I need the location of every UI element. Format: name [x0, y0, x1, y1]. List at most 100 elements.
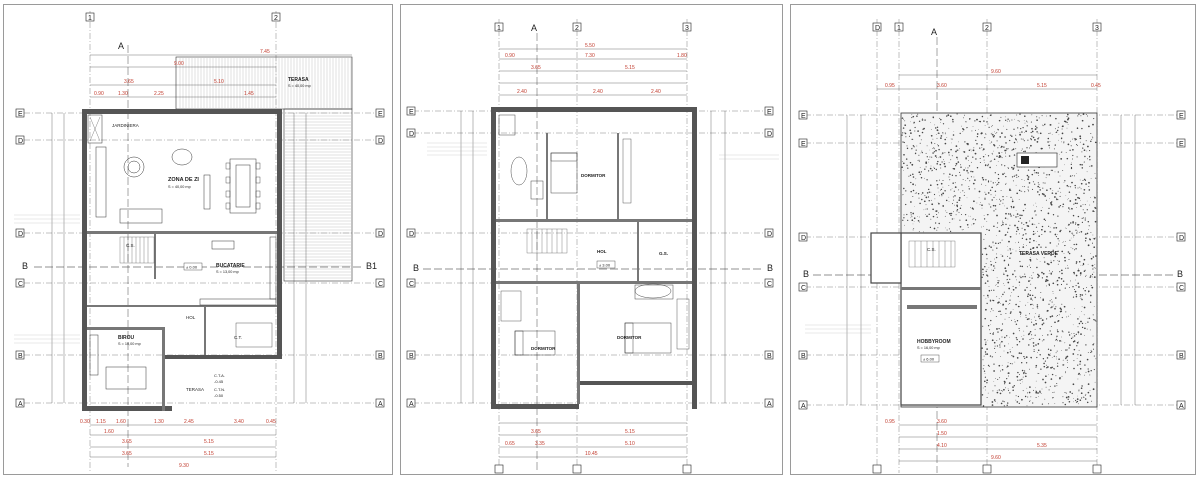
- svg-text:B: B: [18, 353, 23, 360]
- dim-bottom-0: 3.65: [531, 429, 541, 435]
- dim-top-0: 9.60: [991, 69, 1001, 75]
- section-marker-right: B: [1177, 269, 1183, 279]
- dim-bottom-5: 9.60: [991, 455, 1001, 461]
- svg-text:E: E: [801, 113, 806, 120]
- dim-top-3: 5.15: [1037, 83, 1047, 89]
- exterior-walls: [82, 109, 282, 411]
- svg-text:A: A: [18, 401, 23, 408]
- svg-text:D: D: [767, 131, 772, 138]
- level-ctn-label: C.T.N.: [214, 387, 225, 392]
- dim-bottom-4: 5.35: [1037, 443, 1047, 449]
- dim-bottom-3: 1.30: [154, 419, 164, 425]
- svg-text:A: A: [378, 401, 383, 408]
- svg-text:E: E: [767, 109, 772, 116]
- room-label-hol: HOL: [186, 315, 196, 320]
- dim-top-2: 3.65: [124, 79, 134, 85]
- svg-text:E: E: [1179, 113, 1184, 120]
- level-ground-zero: ± 0.00: [186, 265, 198, 270]
- grid-axis-3: 3: [1095, 25, 1099, 32]
- living-furniture: [95, 146, 257, 224]
- room-label-jardiniera: JARDINIERA: [112, 123, 139, 128]
- section-marker-right: B: [767, 263, 773, 273]
- section-marker-top: A: [931, 27, 937, 37]
- grid-axis-3: 3: [685, 25, 689, 32]
- dim-top-3: 1.80: [677, 53, 687, 59]
- svg-text:D: D: [409, 131, 414, 138]
- section-marker-left: B: [22, 261, 28, 271]
- dim-top-0: 7.45: [260, 49, 270, 55]
- dim-bottom-3: 3.35: [535, 441, 545, 447]
- dim-bottom-2: 1.50: [937, 431, 947, 437]
- exterior-walls: [491, 107, 697, 409]
- dim-bottom-5: 10.45: [585, 451, 598, 457]
- svg-text:C: C: [18, 281, 23, 288]
- dim-top-5: 1.45: [244, 91, 254, 97]
- terrace-side-hatch: [283, 108, 353, 282]
- room-label-hobbyroom-area: S = 16,00 mp: [917, 346, 940, 350]
- dim-bottom-0: 0.95: [885, 419, 895, 425]
- svg-text:C: C: [767, 281, 772, 288]
- staircase-first: [526, 228, 568, 254]
- dim-bottom-11: 5.15: [204, 451, 214, 457]
- room-label-dormitor-left: DORMITOR: [531, 346, 556, 351]
- dim-top-5: 5.15: [625, 65, 635, 71]
- dim-top-2: 7.30: [585, 53, 595, 59]
- room-label-hobbyroom: HOBBYROOM: [917, 339, 951, 345]
- dim-bottom-2: 1.60: [116, 419, 126, 425]
- svg-text:A: A: [767, 401, 772, 408]
- level-cta-label: C.T.A.: [214, 373, 225, 378]
- dim-top-3: 2.25: [154, 91, 164, 97]
- dim-bottom-0: 0.30: [80, 419, 90, 425]
- dim-top-7: 1.30: [118, 91, 128, 97]
- bathroom-fixtures: [498, 114, 674, 300]
- level-roof: ± 6.00: [923, 357, 935, 362]
- terrace-deck-hatch: [175, 56, 353, 110]
- room-label-cs: C.S.: [927, 247, 936, 252]
- svg-text:E: E: [1179, 141, 1184, 148]
- beds: [514, 152, 672, 356]
- dim-top-1: 9.00: [174, 61, 184, 67]
- dim-bottom-5: 3.40: [234, 419, 244, 425]
- svg-text:C: C: [1179, 285, 1184, 292]
- grid-axis-2: 2: [274, 15, 278, 22]
- kitchen-counters: [199, 236, 277, 306]
- svg-text:E: E: [378, 111, 383, 118]
- room-label-birou-area: S = 10,00 mp: [118, 342, 141, 346]
- room-label-terasa-bottom: TERASA: [186, 387, 204, 392]
- room-label-zona-de-zi: ZONA DE ZI: [168, 177, 199, 183]
- svg-text:C: C: [801, 285, 806, 292]
- dim-bottom-1: 5.15: [625, 429, 635, 435]
- svg-text:B: B: [378, 353, 383, 360]
- svg-text:E: E: [18, 111, 23, 118]
- room-label-bucatarie-area: S = 13,00 mp: [216, 270, 239, 274]
- room-label-hol: HOL: [597, 249, 607, 254]
- room-label-zona-de-zi-area: S = 40,00 mp: [168, 185, 191, 189]
- room-label-dormitor-right: DORMITOR: [617, 335, 642, 340]
- svg-text:B: B: [767, 353, 772, 360]
- dim-top-6: 2.40: [517, 89, 527, 95]
- svg-text:B: B: [409, 353, 414, 360]
- staircase-ground: [119, 236, 155, 264]
- dim-top-4: 5.10: [214, 79, 224, 85]
- dim-bottom-1: 1.15: [96, 419, 106, 425]
- dim-bottom-10: 3.65: [122, 451, 132, 457]
- section-marker-right: B1: [366, 261, 377, 271]
- svg-text:A: A: [409, 401, 414, 408]
- dim-top-1: 0.95: [885, 83, 895, 89]
- dim-top-7: 2.40: [593, 89, 603, 95]
- svg-text:D: D: [767, 231, 772, 238]
- dim-bottom-6: 0.45: [266, 419, 276, 425]
- svg-text:B: B: [1179, 353, 1184, 360]
- dim-top-8: 2.40: [651, 89, 661, 95]
- hobbyroom-block: [870, 232, 982, 406]
- svg-text:A: A: [1179, 403, 1184, 410]
- dim-bottom-2: 0.65: [505, 441, 515, 447]
- dim-top-0: 5.50: [585, 43, 595, 49]
- room-label-terasa-verde: TERASA VERDE: [1019, 251, 1059, 257]
- grid-axis-1: 1: [88, 15, 92, 22]
- dim-bottom-12: 9.30: [179, 463, 189, 469]
- dim-bottom-8: 3.65: [122, 439, 132, 445]
- svg-text:C: C: [378, 281, 383, 288]
